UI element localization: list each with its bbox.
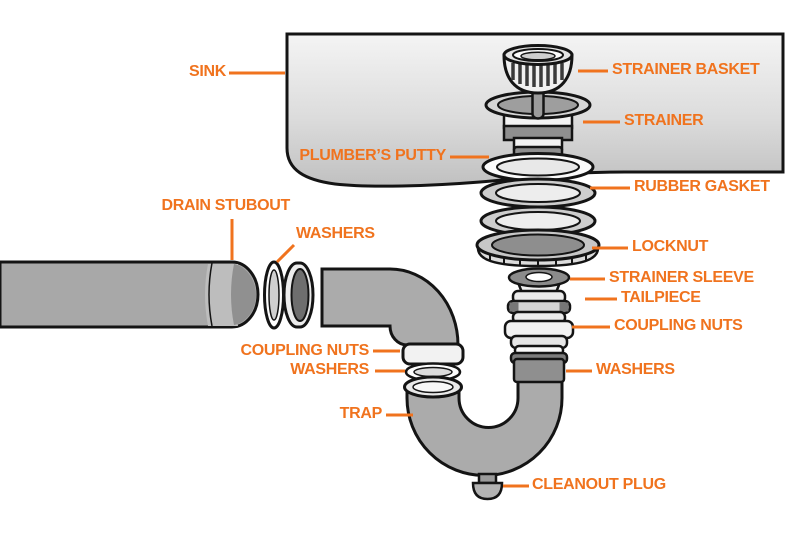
sink-label: SINK [188,63,226,80]
tailpiece [506,289,572,325]
strainer-basket [502,44,574,95]
coupling-nuts-left-label: COUPLING NUTS [240,342,369,359]
locknut [475,228,601,268]
coupling-nut-left [401,342,465,366]
cleanout-plug [471,472,504,501]
strainer-basket-stem [531,90,545,120]
trap-pipe [405,370,564,477]
leader-lines [229,69,630,488]
washer-sleeve-right [509,351,569,384]
stubout-washer-ring-2 [282,261,315,329]
drain-stubout-pipe [0,260,260,329]
strainer-basket-label: STRAINER BASKET [612,61,760,78]
plumbers-putty-ring [481,152,595,182]
elbow-pipe [320,267,460,353]
rubber-gasket-label: RUBBER GASKET [634,178,770,195]
plumbers-putty-label: PLUMBER’S PUTTY [299,147,446,164]
strainer-sleeve-label: STRAINER SLEEVE [609,269,754,286]
coupling-nuts-right-label: COUPLING NUTS [614,317,743,334]
washer-left-2 [403,375,463,399]
coupling-nuts-right [503,319,575,357]
rubber-gasket-ring-1 [479,177,597,209]
washers-right-label: WASHERS [596,361,675,378]
cleanout-plug-label: CLEANOUT PLUG [532,476,666,493]
tailpiece-label: TAILPIECE [621,289,701,306]
drain-stubout-label: DRAIN STUBOUT [161,197,290,214]
washers-left-label: WASHERS [290,361,369,378]
strainer-label: STRAINER [624,112,704,129]
locknut-label: LOCKNUT [632,238,709,255]
stubout-washer-ring-1 [263,260,285,330]
trap-label: TRAP [339,405,383,422]
rubber-gasket-ring-2 [479,205,597,237]
washers-upper-left-label: WASHERS [296,225,375,242]
washers-upper-left-leader-line [275,243,296,264]
